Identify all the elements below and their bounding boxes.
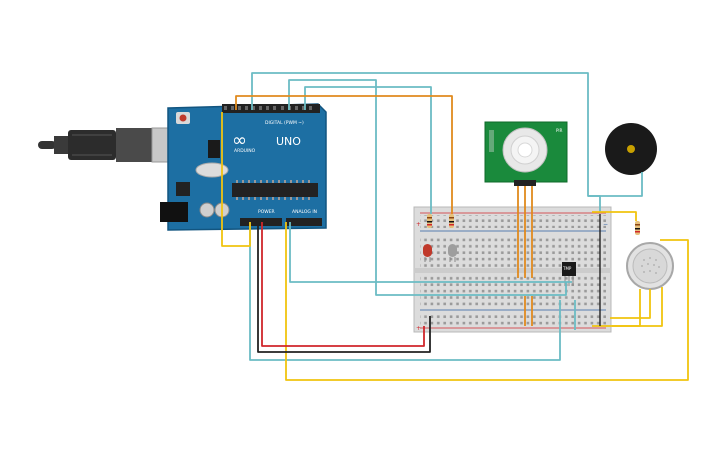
wire-yellow-gas-1 — [592, 211, 637, 221]
atmega-chip — [232, 183, 318, 197]
breadboard[interactable]: + + − — [413, 206, 612, 333]
wire-cyan-gnd — [249, 222, 561, 361]
breadboard-minus-label: − — [603, 221, 608, 228]
resistor[interactable] — [449, 214, 454, 228]
voltage-regulator — [208, 140, 220, 158]
wire-cyan-buzzer — [251, 72, 601, 212]
gas-sensor[interactable] — [626, 242, 674, 290]
wires — [221, 72, 689, 381]
temperature-sensor[interactable]: TMP — [562, 262, 576, 286]
resistor[interactable] — [635, 221, 640, 235]
analog-header-label: ANALOG IN — [292, 209, 317, 215]
wire-yellow-gas-4 — [612, 287, 663, 327]
capacitor — [199, 202, 215, 218]
power-jack — [160, 202, 188, 222]
led-grey[interactable] — [448, 244, 457, 262]
reset-button-cap — [179, 114, 187, 122]
resistor[interactable] — [427, 214, 432, 228]
breadboard-plus-label-bottom: + — [416, 325, 421, 332]
wire-orange-led — [235, 95, 453, 214]
wire-yellow-board — [221, 112, 251, 247]
wire-cyan-buzzer-return — [588, 172, 643, 197]
usb-cable — [38, 127, 183, 163]
led-red[interactable] — [423, 244, 432, 262]
arduino-board[interactable]: DIGITAL (PWM ~) ∞ ARDUINO UNO — [160, 103, 327, 231]
crystal-oscillator — [195, 162, 229, 178]
wire-red-5v — [261, 222, 425, 347]
pir-sensor[interactable]: PIR — [484, 121, 568, 186]
arduino-brand: ARDUINO — [234, 148, 256, 154]
wire-yellow-gas-3 — [610, 289, 651, 319]
wire-black-gnd — [257, 222, 431, 353]
digital-header-label: DIGITAL (PWM ~) — [265, 120, 304, 126]
wire-yellow-analog — [285, 222, 689, 381]
wire-cyan-led — [304, 86, 432, 214]
temperature-sensor-label: TMP — [562, 266, 572, 271]
piezo-buzzer[interactable] — [605, 123, 657, 175]
power-header-label: POWER — [258, 209, 275, 215]
wire-cyan-loop — [288, 79, 567, 296]
arduino-logo-icon: ∞ — [232, 130, 247, 151]
wire-cyan-analog — [289, 222, 572, 283]
pir-sensor-label: PIR — [556, 128, 563, 133]
breadboard-plus-label: + — [416, 221, 421, 228]
power-chip — [176, 182, 190, 196]
arduino-model: UNO — [276, 135, 301, 148]
